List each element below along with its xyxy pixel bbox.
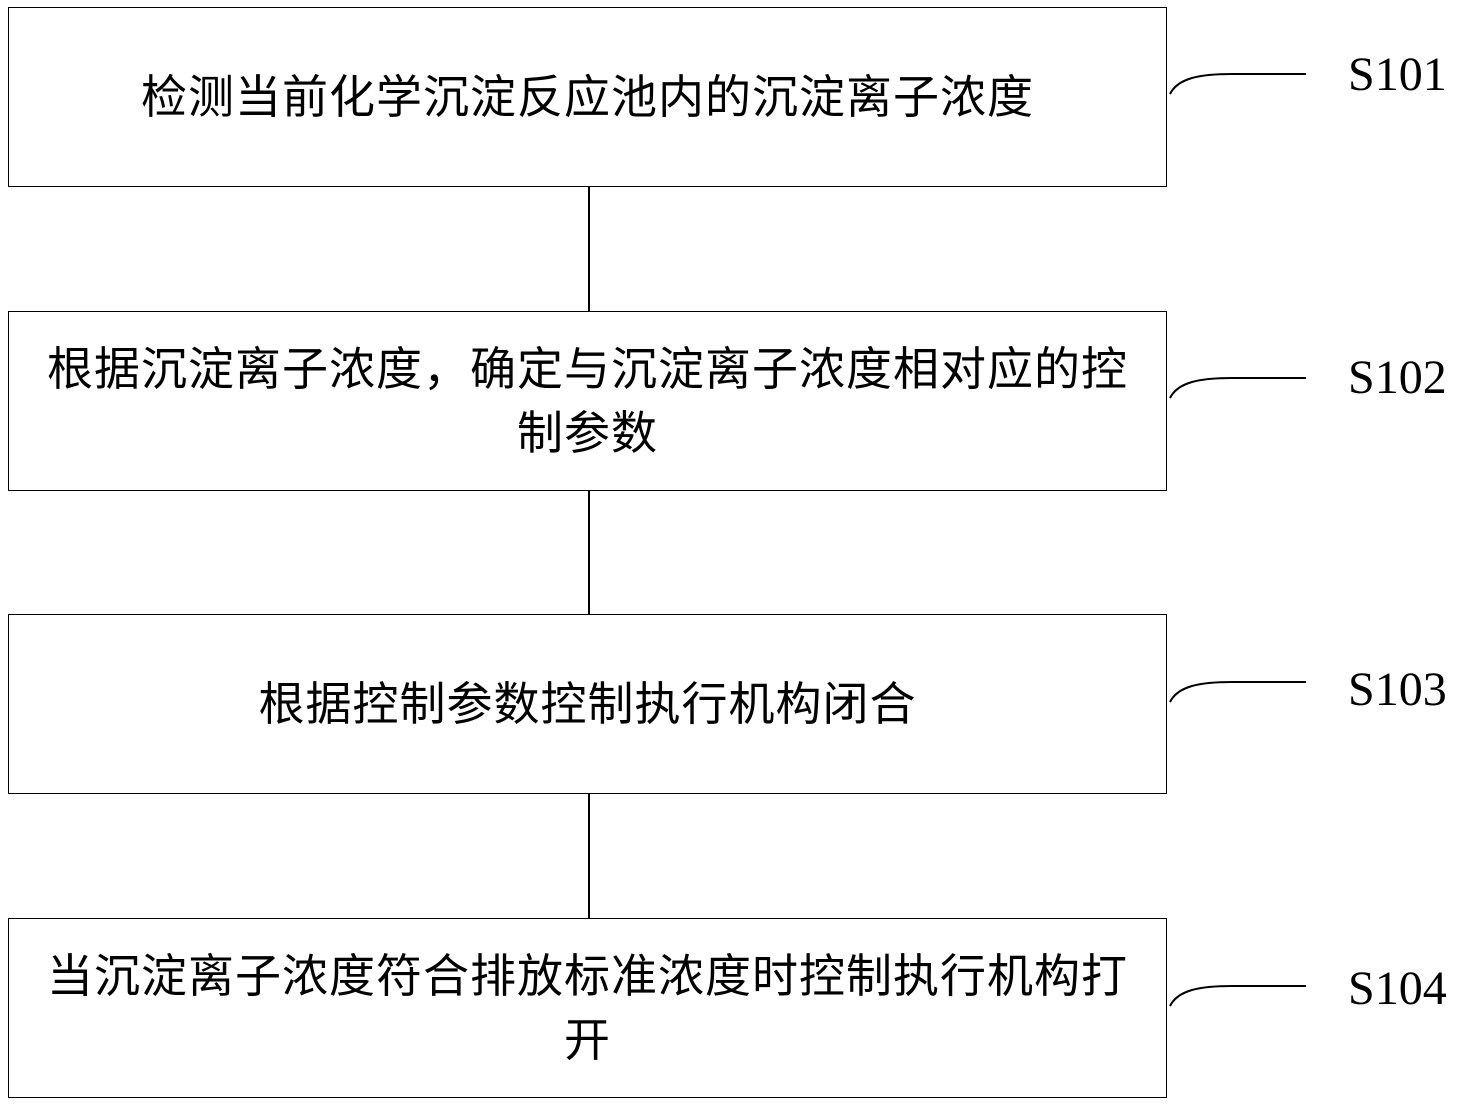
step-text-s103: 根据控制参数控制执行机构闭合 <box>258 677 917 731</box>
step-text-s104: 当沉淀离子浓度符合排放标准浓度时控制执行机构打开 <box>47 949 1128 1067</box>
step-label-s102: S102 <box>1348 351 1447 404</box>
connector-s101-s102 <box>588 187 590 311</box>
step-box-s101: 检测当前化学沉淀反应池内的沉淀离子浓度 <box>8 7 1167 187</box>
connector-s103-s104 <box>588 794 590 918</box>
step-box-s104: 当沉淀离子浓度符合排放标准浓度时控制执行机构打开 <box>8 918 1167 1098</box>
leader-line-s103 <box>1169 681 1306 703</box>
step-label-s101: S101 <box>1348 48 1447 101</box>
connector-s102-s103 <box>588 491 590 614</box>
step-text-s102: 根据沉淀离子浓度，确定与沉淀离子浓度相对应的控制参数 <box>47 342 1128 460</box>
step-label-s104: S104 <box>1348 962 1447 1015</box>
leader-line-s102 <box>1169 377 1306 399</box>
step-label-s103: S103 <box>1348 663 1447 716</box>
step-text-s101: 检测当前化学沉淀反应池内的沉淀离子浓度 <box>141 70 1034 124</box>
step-box-s102: 根据沉淀离子浓度，确定与沉淀离子浓度相对应的控制参数 <box>8 311 1167 491</box>
leader-line-s101 <box>1169 73 1306 95</box>
leader-line-s104 <box>1169 985 1306 1007</box>
step-box-s103: 根据控制参数控制执行机构闭合 <box>8 614 1167 794</box>
